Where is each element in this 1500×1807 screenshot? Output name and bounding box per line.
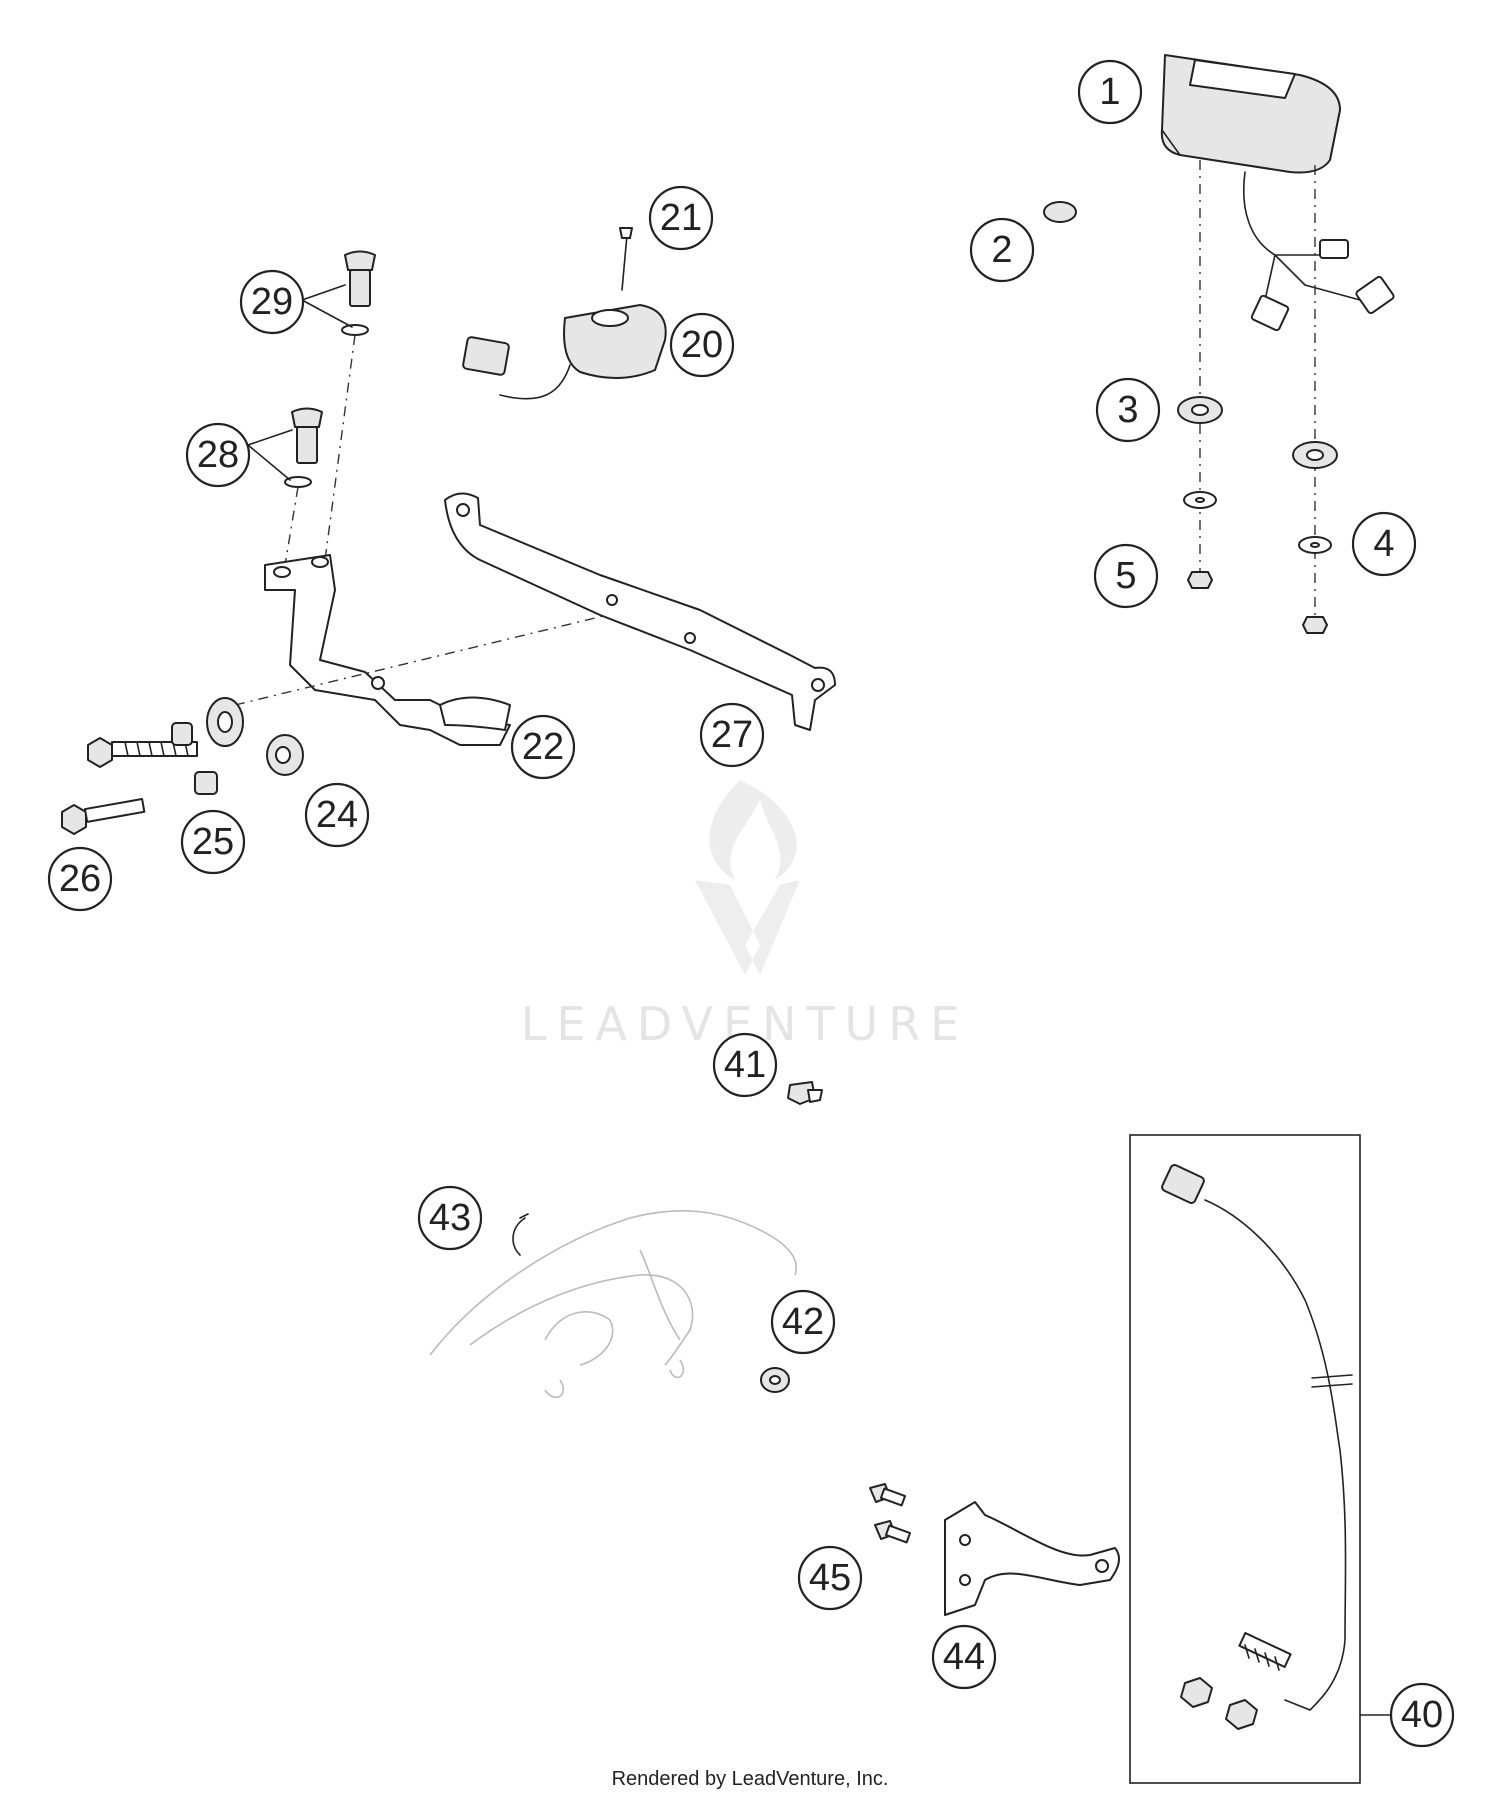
svg-text:20: 20 (681, 324, 723, 366)
callout-21[interactable]: 21 (648, 185, 714, 251)
rubber-mount (206, 697, 244, 747)
svg-text:26: 26 (59, 858, 101, 900)
svg-text:27: 27 (711, 714, 753, 756)
sensor-nut (1180, 1677, 1258, 1730)
bushing-42 (760, 1367, 790, 1393)
svg-text:41: 41 (724, 1044, 766, 1086)
svg-text:40: 40 (1401, 1694, 1443, 1736)
callout-40[interactable]: 40 (1389, 1682, 1455, 1748)
callout-24[interactable]: 24 (304, 782, 370, 848)
callout-2[interactable]: 2 (969, 217, 1035, 283)
svg-text:4: 4 (1373, 523, 1394, 565)
svg-text:22: 22 (522, 726, 564, 768)
speedometer-unit (1160, 54, 1395, 332)
watermark-logo (695, 780, 800, 975)
fork-bridge-outline (429, 1210, 797, 1399)
callout-20[interactable]: 20 (669, 312, 735, 378)
svg-text:1: 1 (1099, 71, 1120, 113)
callout-22[interactable]: 22 (510, 714, 576, 780)
callout-27[interactable]: 27 (699, 702, 765, 768)
callout-3[interactable]: 3 (1095, 377, 1161, 443)
svg-text:43: 43 (429, 1197, 471, 1239)
callout-45[interactable]: 45 (797, 1545, 863, 1611)
svg-text:5: 5 (1115, 555, 1136, 597)
callout-42[interactable]: 42 (770, 1289, 836, 1355)
circlip-43 (512, 1213, 529, 1256)
hex-nut (1187, 571, 1328, 634)
svg-text:25: 25 (192, 821, 234, 863)
bolt-short (61, 798, 146, 835)
bolt-long (87, 737, 198, 768)
svg-text:3: 3 (1117, 389, 1138, 431)
svg-text:21: 21 (660, 197, 702, 239)
callout-44[interactable]: 44 (931, 1624, 997, 1690)
callout-5[interactable]: 5 (1093, 543, 1159, 609)
svg-text:28: 28 (197, 434, 239, 476)
spacer (171, 722, 193, 746)
svg-text:42: 42 (782, 1301, 824, 1343)
callout-41[interactable]: 41 (712, 1032, 778, 1098)
svg-text:44: 44 (943, 1636, 985, 1678)
svg-text:24: 24 (316, 794, 358, 836)
rubber-bushing-24 (266, 734, 304, 776)
leader-lines (247, 284, 353, 481)
rubber-plug (1043, 201, 1077, 223)
svg-text:45: 45 (809, 1557, 851, 1599)
bracket-axis (234, 611, 621, 706)
pin-29 (341, 250, 376, 336)
clip-41 (787, 1081, 823, 1105)
callout-28[interactable]: 28 (185, 422, 251, 488)
svg-text:29: 29 (251, 281, 293, 323)
pin-axis-28 (284, 486, 299, 566)
spacer-25 (194, 771, 218, 795)
kit-frame (1129, 1134, 1361, 1784)
small-screw (619, 227, 633, 291)
svg-text:2: 2 (991, 229, 1012, 271)
sensor-unit (462, 304, 667, 400)
credit-text: Rendered by LeadVenture, Inc. (612, 1768, 889, 1790)
callout-26[interactable]: 26 (47, 846, 113, 912)
crossbar (444, 492, 836, 731)
callout-43[interactable]: 43 (417, 1185, 483, 1251)
bracket-screw (869, 1483, 912, 1544)
callout-29[interactable]: 29 (239, 269, 305, 335)
pin-28 (284, 407, 323, 488)
callout-1[interactable]: 1 (1077, 59, 1143, 125)
washer (1183, 491, 1332, 554)
pin-axis-29 (324, 334, 356, 561)
sensor-bracket (944, 1501, 1120, 1616)
holder-bracket (264, 554, 511, 746)
sensor-cable (1161, 1164, 1353, 1711)
rubber-grommet (1177, 396, 1338, 469)
callout-4[interactable]: 4 (1351, 511, 1417, 577)
callout-25[interactable]: 25 (180, 809, 246, 875)
